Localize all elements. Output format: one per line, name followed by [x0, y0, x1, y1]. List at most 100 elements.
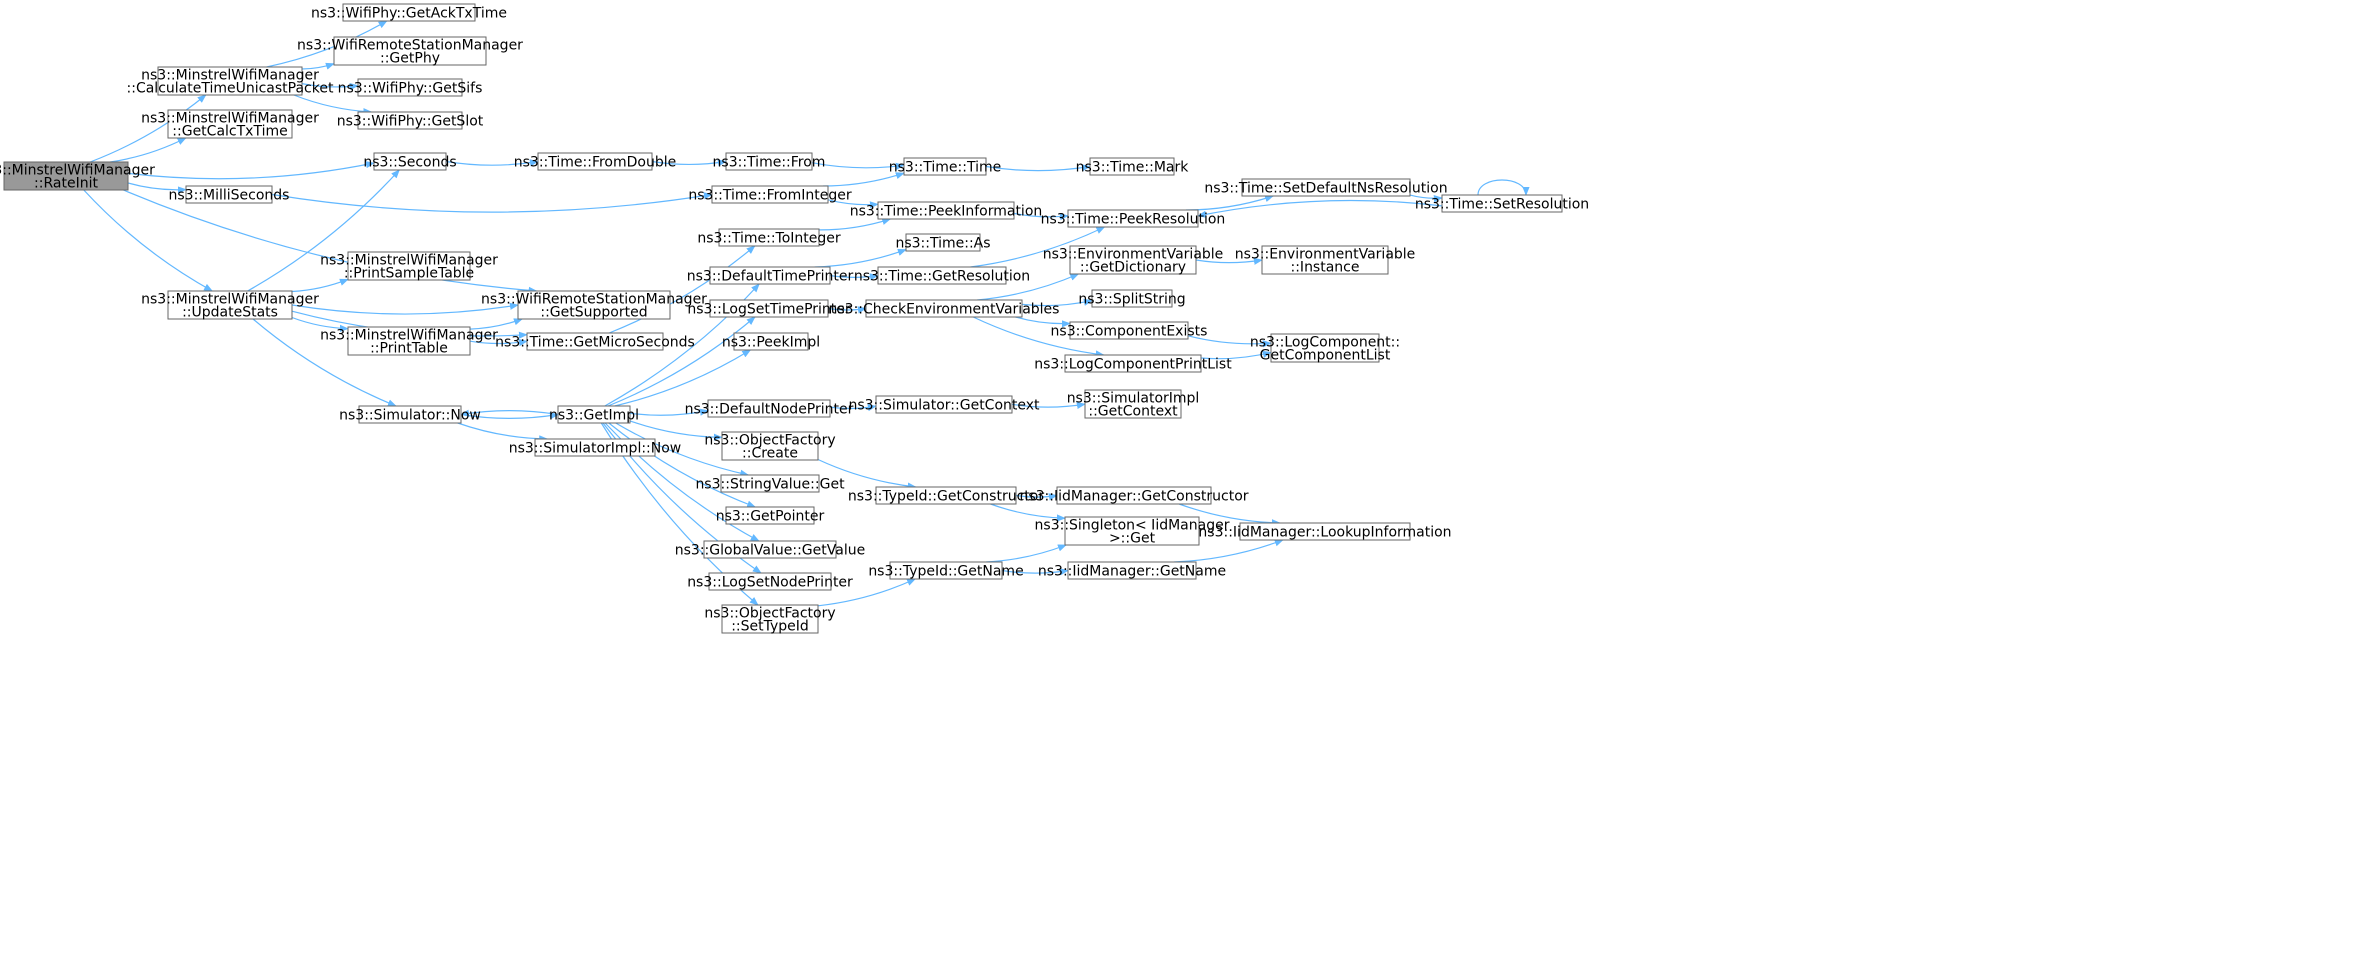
edge-n40-n41 [1011, 401, 1086, 409]
node-label: ::GetDictionary [1080, 260, 1186, 276]
function-node[interactable]: ns3::DefaultNodePrinter [685, 399, 854, 418]
function-node[interactable]: ns3::TypeId::GetName [868, 561, 1024, 580]
function-node[interactable]: ns3::ComponentExists [1051, 321, 1208, 340]
node-label: ns3::MinstrelWifiManager [0, 163, 155, 179]
node-label: ns3::Singleton< IidManager [1035, 518, 1230, 534]
function-node[interactable]: ns3::ObjectFactory::Create [704, 431, 836, 462]
node-box [725, 506, 815, 525]
function-node[interactable]: ns3::WifiRemoteStationManager::GetPhy [297, 36, 523, 67]
function-node[interactable]: ns3::GetImpl [549, 405, 639, 424]
edge-n37-n36 [1200, 350, 1272, 360]
function-node[interactable]: ns3::Time::PeekInformation [850, 201, 1043, 220]
node-layer: ns3::MinstrelWifiManager::RateInitns3::M… [0, 3, 1589, 635]
function-node[interactable]: ns3::MinstrelWifiManager::PrintSampleTab… [320, 251, 498, 282]
node-label: ns3::Time::GetMicroSeconds [495, 335, 695, 351]
function-node[interactable]: ns3::SimulatorImpl::Now [509, 438, 682, 457]
node-box [703, 540, 837, 559]
edge-n8-n9 [651, 159, 727, 167]
node-box [3, 161, 129, 191]
node-box [342, 3, 476, 22]
function-node[interactable]: ns3::Time::From [713, 152, 826, 171]
function-node[interactable]: ns3::Time::SetDefaultNsResolution [1204, 178, 1448, 197]
node-label: ns3::Time::SetResolution [1415, 197, 1589, 213]
function-node[interactable]: ns3::Time::ToInteger [697, 228, 841, 247]
node-box [1069, 245, 1197, 275]
function-node[interactable]: ns3::Simulator::Now [339, 405, 481, 424]
function-node[interactable]: ns3::Time::SetResolution [1415, 194, 1589, 213]
function-node[interactable]: ns3::SplitString [1078, 289, 1186, 308]
node-box [875, 395, 1013, 414]
function-node[interactable]: ns3::Seconds [363, 152, 457, 171]
function-node[interactable]: ns3::SimulatorImpl::GetContext [1067, 389, 1200, 420]
function-node[interactable]: ns3::Time::Mark [1076, 157, 1190, 176]
node-label: ns3::GetImpl [549, 408, 639, 424]
function-node[interactable]: ns3::PeekImpl [722, 332, 820, 351]
node-box [1241, 178, 1411, 197]
root-function-node[interactable]: ns3::MinstrelWifiManager::RateInit [0, 161, 155, 192]
function-node[interactable]: ns3::Time::FromInteger [688, 185, 852, 204]
node-box [1056, 486, 1212, 505]
edge-n1-n5 [293, 94, 373, 116]
node-label: ns3::EnvironmentVariable [1043, 247, 1224, 263]
edge-n21-n22 [469, 339, 528, 347]
node-box [733, 332, 809, 351]
node-label: ::UpdateStats [182, 305, 278, 321]
edge-n32-n33 [1195, 257, 1263, 265]
node-label: ns3::Time::FromInteger [688, 188, 851, 204]
function-node[interactable]: ns3::DefaultTimePrinter [687, 266, 854, 285]
function-node[interactable]: ns3::IidManager::GetName [1038, 561, 1226, 580]
node-label: ns3::EnvironmentVariable [1235, 247, 1416, 263]
function-node[interactable]: ns3::Simulator::GetContext [848, 395, 1040, 414]
node-box [877, 201, 1015, 220]
node-box [537, 152, 653, 171]
edge-n50-n48 [985, 544, 1067, 563]
function-node[interactable]: ns3::Time::GetResolution [854, 266, 1030, 285]
edge-n13-n14 [827, 199, 879, 209]
function-node[interactable]: ns3::Time::As [895, 233, 991, 252]
function-node[interactable]: ns3::GlobalValue::GetValue [675, 540, 865, 559]
node-box [708, 572, 832, 591]
node-box [1064, 516, 1200, 546]
node-label: ns3::IidManager::LookupInformation [1198, 525, 1451, 541]
node-label: ns3::Time::PeekInformation [850, 204, 1043, 220]
function-node[interactable]: ns3::EnvironmentVariable::Instance [1235, 245, 1416, 276]
function-node[interactable]: ns3::WifiPhy::GetAckTxTime [311, 3, 507, 22]
function-node[interactable]: ns3::TypeId::GetConstructor [848, 486, 1044, 505]
node-box [875, 486, 1017, 505]
edge-n1-n2 [266, 20, 388, 68]
function-node[interactable]: ns3::MinstrelWifiManager::GetCalcTxTime [141, 109, 319, 140]
function-node[interactable]: ns3::StringValue::Get [695, 474, 845, 493]
function-node[interactable]: ns3::Time::FromDouble [514, 152, 677, 171]
function-node[interactable]: ns3::LogComponentPrintList [1034, 354, 1232, 373]
function-node[interactable]: ns3::MinstrelWifiManager::UpdateStats [141, 290, 319, 321]
function-node[interactable]: ns3::IidManager::LookupInformation [1198, 522, 1452, 541]
function-node[interactable]: ns3::MinstrelWifiManager::CalculateTimeU… [127, 66, 334, 97]
function-node[interactable]: ns3::EnvironmentVariable::GetDictionary [1043, 245, 1224, 276]
function-node[interactable]: ns3::ObjectFactory::SetTypeId [704, 604, 836, 635]
function-node[interactable]: ns3::Time::Time [889, 157, 1001, 176]
edge-n43-n44 [1015, 493, 1058, 501]
edge-n17-n15 [1197, 199, 1443, 218]
function-node[interactable]: ns3::IidManager::GetConstructor [1019, 486, 1249, 505]
node-box [1441, 194, 1563, 213]
function-node[interactable]: ns3::GetPointer [716, 506, 825, 525]
function-node[interactable]: ns3::WifiPhy::GetSlot [337, 111, 484, 130]
function-node[interactable]: ns3::MilliSeconds [169, 185, 290, 204]
node-box [889, 561, 1003, 580]
function-node[interactable]: ns3::WifiRemoteStationManager::GetSuppor… [481, 290, 707, 321]
edge-n23-n14 [818, 218, 892, 231]
function-node[interactable]: ns3::LogSetTimePrinter [687, 299, 851, 318]
node-label: ns3::SimulatorImpl::Now [509, 441, 682, 457]
node-box [373, 152, 447, 171]
function-node[interactable]: ns3::CheckEnvironmentVariables [829, 299, 1060, 318]
function-node[interactable]: ns3::MinstrelWifiManager::PrintTable [320, 326, 498, 357]
function-node[interactable]: ns3::Time::GetMicroSeconds [495, 332, 695, 351]
function-node[interactable]: ns3::LogSetNodePrinter [687, 572, 853, 591]
function-node[interactable]: ns3::LogComponent::GetComponentList [1250, 333, 1400, 364]
node-label: ns3::DefaultTimePrinter [687, 269, 854, 285]
function-node[interactable]: ns3::Singleton< IidManager >::Get [1035, 516, 1230, 547]
function-node[interactable]: ns3::WifiPhy::GetSifs [338, 78, 483, 97]
node-label: ns3::Time::FromDouble [514, 155, 677, 171]
edge-n15-n16 [1185, 195, 1274, 211]
function-node[interactable]: ns3::Time::PeekResolution [1041, 209, 1226, 228]
